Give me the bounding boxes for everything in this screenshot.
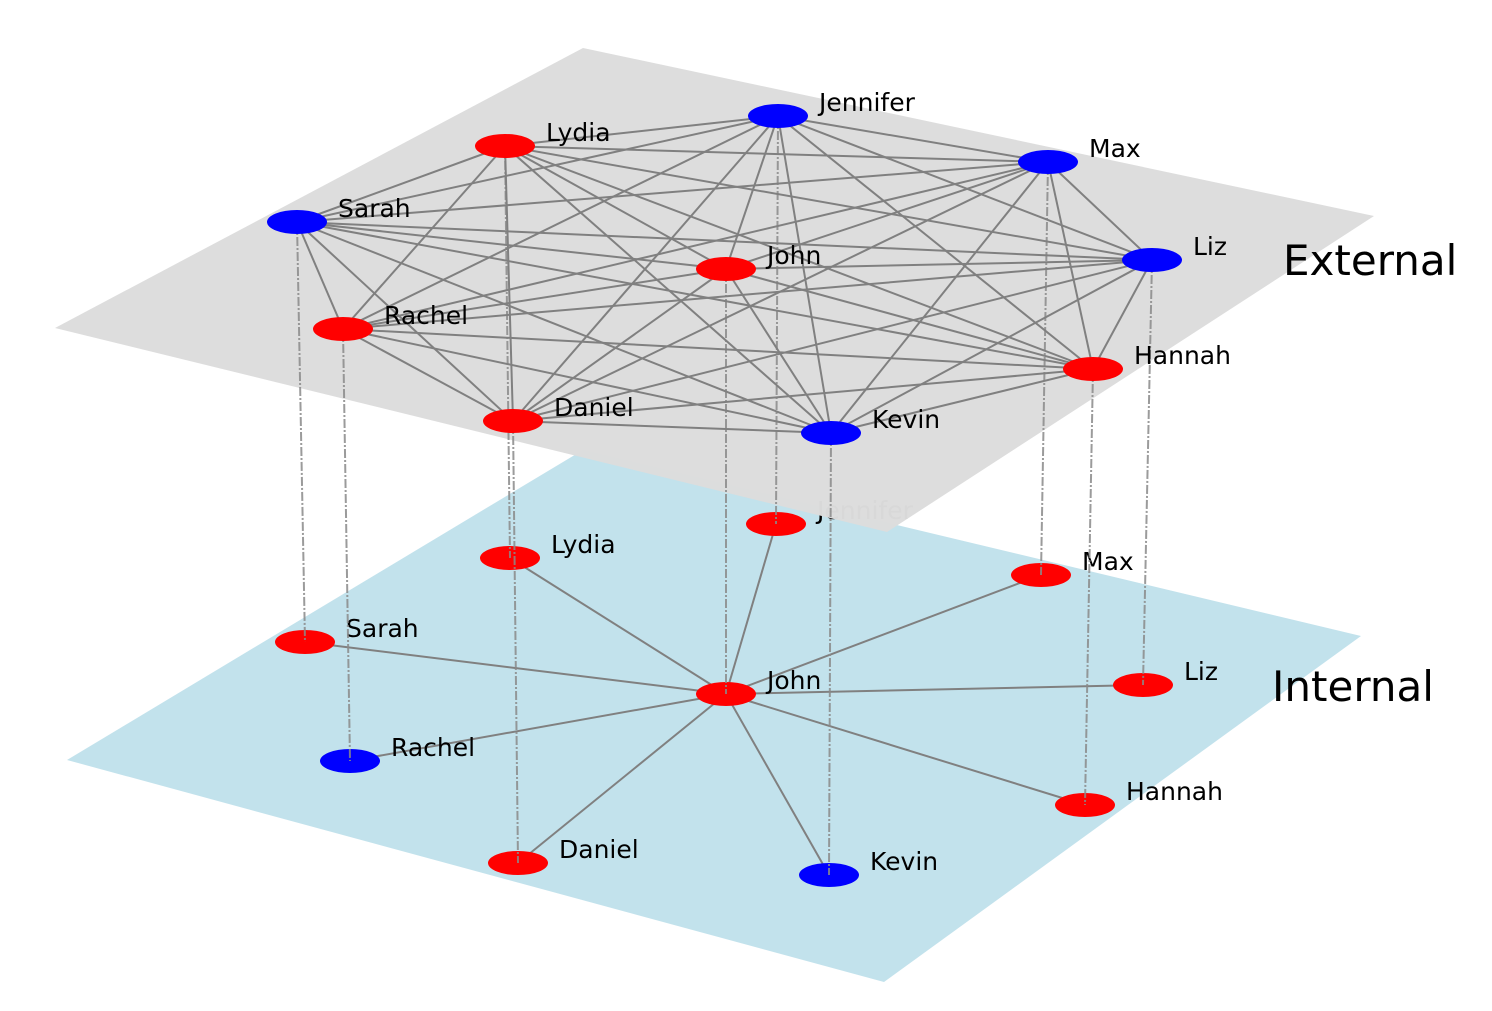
edge-external-liz-daniel	[512, 259, 1153, 422]
edge-external-max-sarah	[296, 161, 1049, 223]
node-label-external-hannah: Hannah	[1134, 341, 1231, 370]
edge-internal-john-max	[725, 574, 1042, 695]
node-label-external-john: John	[765, 241, 821, 270]
edge-external-lydia-hannah	[504, 145, 1094, 370]
node-label-internal-hannah: Hannah	[1126, 777, 1223, 806]
edge-external-max-liz	[1047, 161, 1153, 261]
node-label-external-kevin: Kevin	[872, 405, 940, 434]
edge-external-sarah-john	[296, 221, 727, 270]
edge-external-daniel-kevin	[512, 420, 832, 434]
edge-external-liz-kevin	[830, 259, 1153, 434]
interlayer-link-hannah	[1084, 368, 1094, 806]
edge-external-max-kevin	[830, 161, 1049, 434]
edge-external-max-hannah	[1047, 161, 1094, 370]
node-external-jennifer	[748, 104, 808, 128]
node-external-hannah	[1063, 357, 1123, 381]
edge-external-sarah-daniel	[296, 221, 514, 422]
edge-external-sarah-hannah	[296, 221, 1094, 370]
edge-external-john-liz	[725, 259, 1153, 270]
external-nodes	[267, 104, 1182, 445]
interlayer-link-liz	[1142, 259, 1153, 686]
interlayer-link-daniel	[512, 420, 519, 864]
interlayer-link-kevin	[828, 432, 832, 876]
edge-external-sarah-kevin	[296, 221, 832, 434]
node-label-internal-kevin: Kevin	[870, 847, 938, 876]
edge-external-liz-hannah	[1092, 259, 1153, 370]
edge-external-jennifer-kevin	[777, 115, 832, 434]
internal-edges	[304, 523, 1144, 876]
edge-external-lydia-liz	[504, 145, 1153, 261]
edge-external-lydia-rachel	[342, 145, 506, 330]
interlayer-link-rachel	[342, 328, 351, 762]
edge-external-jennifer-john	[725, 115, 779, 270]
edge-external-lydia-jennifer	[504, 115, 779, 147]
edge-internal-john-liz	[725, 684, 1144, 695]
edge-external-john-daniel	[512, 268, 727, 422]
node-label-external-sarah: Sarah	[338, 194, 411, 223]
edge-internal-john-jennifer	[725, 523, 777, 695]
node-external-rachel	[313, 317, 373, 341]
edge-internal-john-lydia	[509, 557, 727, 695]
node-label-internal-sarah: Sarah	[346, 614, 419, 643]
edge-external-lydia-sarah	[296, 145, 506, 223]
edge-external-jennifer-max	[777, 115, 1049, 163]
node-label-external-lydia: Lydia	[546, 118, 611, 147]
interlayer-link-lydia	[504, 145, 511, 559]
edge-external-jennifer-liz	[777, 115, 1153, 261]
edge-external-hannah-daniel	[512, 368, 1094, 422]
node-label-internal-lydia: Lydia	[551, 530, 616, 559]
edge-external-sarah-rachel	[296, 221, 344, 330]
node-label-external-max: Max	[1089, 134, 1141, 163]
interlayer-link-sarah	[296, 221, 306, 643]
node-label-external-daniel: Daniel	[554, 393, 634, 422]
node-label-internal-liz: Liz	[1184, 657, 1218, 686]
interlayer-link-max	[1040, 161, 1049, 576]
edge-external-john-hannah	[725, 268, 1094, 370]
edge-external-rachel-kevin	[342, 328, 832, 434]
edge-external-jennifer-daniel	[512, 115, 779, 422]
edge-external-liz-rachel	[342, 259, 1153, 330]
edge-external-max-john	[725, 161, 1049, 270]
edge-external-john-kevin	[725, 268, 832, 434]
node-label-external-liz: Liz	[1193, 232, 1227, 261]
edge-internal-john-daniel	[517, 693, 727, 864]
edge-external-max-rachel	[342, 161, 1049, 330]
edge-external-sarah-liz	[296, 221, 1153, 261]
edge-external-jennifer-sarah	[296, 115, 779, 223]
node-external-daniel	[483, 409, 543, 433]
external-layer-label: External	[1283, 236, 1457, 285]
edge-internal-john-rachel	[349, 693, 727, 762]
edge-internal-john-kevin	[725, 693, 830, 876]
edge-external-jennifer-hannah	[777, 115, 1094, 370]
edge-external-hannah-kevin	[830, 368, 1094, 434]
edge-external-john-rachel	[342, 268, 727, 330]
node-label-external-jennifer: Jennifer	[817, 88, 916, 117]
node-external-kevin	[801, 421, 861, 445]
edge-external-lydia-max	[504, 145, 1049, 163]
edge-external-lydia-john	[504, 145, 727, 270]
external-edges	[296, 115, 1153, 434]
node-external-john	[696, 257, 756, 281]
node-label-internal-john: John	[765, 666, 821, 695]
edge-external-rachel-daniel	[342, 328, 514, 422]
edge-external-jennifer-rachel	[342, 115, 779, 330]
edge-internal-john-hannah	[725, 693, 1086, 806]
external-layer-plane	[55, 48, 1374, 532]
edge-external-rachel-hannah	[342, 328, 1094, 370]
internal-layer-label: Internal	[1272, 662, 1434, 711]
node-label-external-rachel: Rachel	[384, 301, 468, 330]
node-external-max	[1018, 150, 1078, 174]
node-label-internal-rachel: Rachel	[391, 733, 475, 762]
node-label-internal-daniel: Daniel	[559, 835, 639, 864]
internal-layer-plane	[67, 450, 1361, 982]
node-external-liz	[1122, 248, 1182, 272]
node-external-sarah	[267, 210, 327, 234]
edge-external-lydia-daniel	[504, 145, 514, 422]
node-external-lydia	[475, 134, 535, 158]
